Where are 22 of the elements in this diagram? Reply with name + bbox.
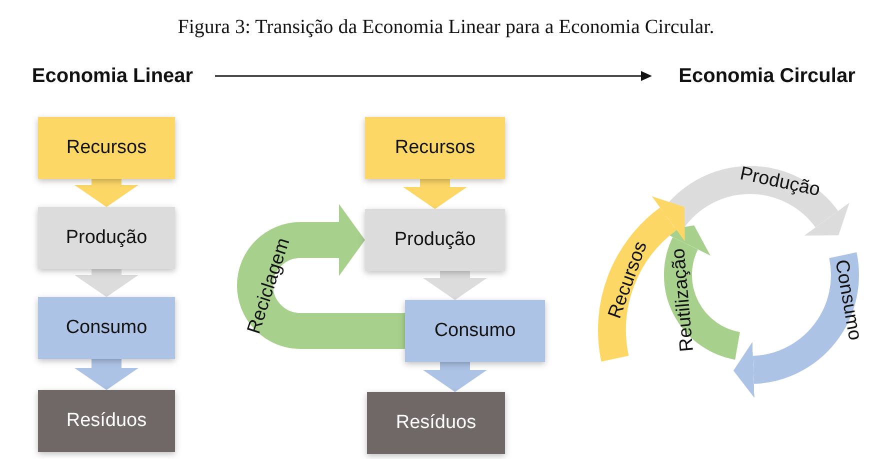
process-box: Resíduos [38,390,175,452]
block-arrow [74,269,138,297]
arrow-label: Produção [738,164,822,200]
figure-title: Figura 3: Transição da Economia Linear para a Economia Circular. [176,15,716,40]
block-arrow [423,362,487,392]
block-arrow [237,204,405,349]
block-arrow [74,359,138,390]
arrow [215,71,652,81]
process-box: Resíduos [367,392,505,454]
process-box: Produção [365,209,505,271]
block-arrow [74,179,138,207]
process-box: Consumo [38,297,175,359]
process-box: Recursos [38,117,175,179]
arrow-label: Consumo [832,258,864,342]
process-box: Recursos [365,117,505,179]
block-arrow [403,179,467,209]
process-box: Produção [38,207,175,269]
block-arrow [423,271,487,300]
arrow-label: Reutilização [669,248,697,352]
process-box: Consumo [405,300,545,362]
section-heading: Economia Circular [678,64,856,89]
section-heading: Economia Linear [32,64,194,89]
